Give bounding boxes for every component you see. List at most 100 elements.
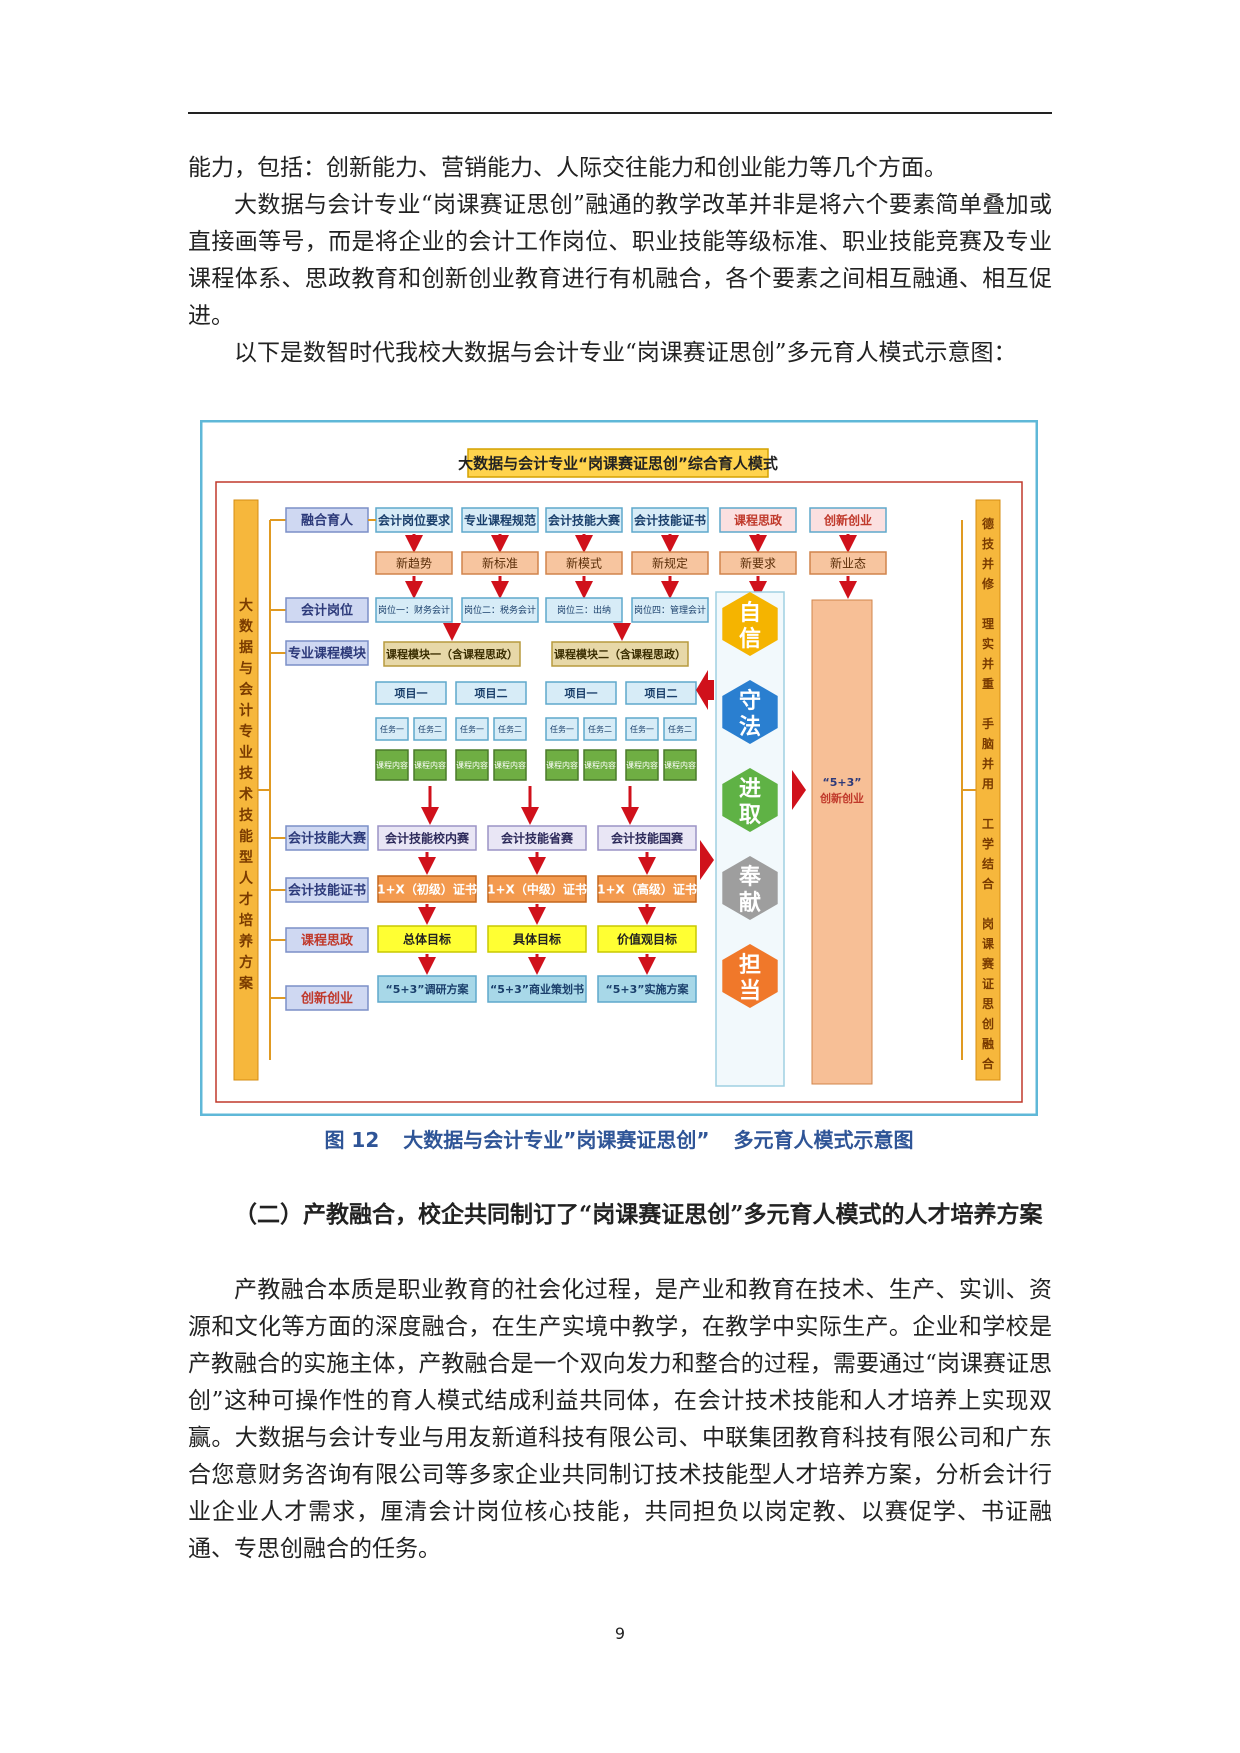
diagram-title-text: 大数据与会计专业“岗课赛证思创”综合育人模式 [458, 454, 778, 472]
left-vertical-char-10: 技 [239, 807, 254, 824]
task-3-1-box [663, 717, 697, 741]
goal-2-text: 价值观目标 [617, 931, 677, 946]
paragraph-3: 以下是数智时代我校大数据与会计专业“岗课赛证思创”多元育人模式示意图： [234, 340, 1017, 366]
task-2-0-text: 任务一 [550, 724, 574, 734]
content-2-1-text: 课程内容 [584, 760, 616, 770]
top-item-3-text: 会计技能证书 [634, 512, 706, 527]
red-arrow-left [696, 670, 714, 710]
project-3-box [625, 681, 697, 705]
competition-0-box [377, 825, 477, 851]
content-1-1-text: 课程内容 [494, 760, 526, 770]
virtue-1-char-0: 守 [739, 688, 761, 714]
caption-number: 图 12 [324, 1128, 380, 1152]
top-item-1-box [461, 507, 539, 533]
task-1-0-text: 任务一 [460, 724, 484, 734]
module-0-box [383, 641, 521, 667]
new-item-4-box [719, 551, 797, 575]
row-label-1-text: 会计岗位 [301, 603, 353, 619]
plan-0-text: “5+3”调研方案 [386, 982, 470, 996]
task-1-1-text: 任务二 [498, 724, 522, 734]
content-0-0-text: 课程内容 [376, 760, 408, 770]
top-item-5-text: 创新创业 [823, 512, 872, 527]
task-0-1-text: 任务二 [418, 724, 442, 734]
plan-0-box [377, 975, 477, 1003]
goal-2-box [597, 925, 697, 953]
new-item-2-box [545, 551, 623, 575]
row-label-1-box [285, 597, 369, 623]
project-1-box [455, 681, 527, 705]
left-vertical-char-16: 养 [238, 933, 254, 950]
position-0-box [375, 597, 453, 623]
virtue-hex-4 [722, 944, 778, 1008]
row-label-0-box [285, 507, 369, 533]
top-item-3-box [631, 507, 709, 533]
diagram-title-box [467, 448, 769, 478]
row-label-2-box [285, 640, 369, 666]
certificate-1-text: 1+X（中级）证书 [487, 881, 587, 896]
new-item-1-box [461, 551, 539, 575]
content-1-1-box [493, 749, 527, 781]
project-3-text: 项目二 [645, 687, 678, 700]
project-2-text: 项目一 [565, 687, 598, 700]
position-2-box [545, 597, 623, 623]
innovation-line-2: 创新创业 [819, 791, 864, 805]
position-2-text: 岗位三：出纳 [557, 604, 611, 616]
top-item-4-box [719, 507, 797, 533]
content-2-1-box [583, 749, 617, 781]
task-3-0-box [625, 717, 659, 741]
red-arrow-right-lower [700, 840, 714, 880]
right-vertical-char-18: 合 [982, 876, 995, 891]
right-vertical-char-25: 创 [981, 1016, 994, 1031]
virtue-hex-0 [722, 592, 778, 656]
content-3-0-box [625, 749, 659, 781]
left-vertical-char-9: 术 [239, 786, 253, 803]
right-vertical-char-22: 赛 [981, 956, 995, 971]
right-vertical-char-27: 合 [982, 1056, 995, 1071]
certificate-0-text: 1+X（初级）证书 [377, 881, 477, 896]
virtue-hex-1 [722, 680, 778, 744]
red-arrow-right-mid [792, 770, 806, 810]
task-1-1-box [493, 717, 527, 741]
left-vertical-char-12: 型 [239, 849, 253, 866]
new-item-1-text: 新标准 [482, 555, 518, 570]
right-vertical-char-16: 学 [982, 836, 994, 851]
virtue-2-char-0: 进 [739, 777, 761, 802]
right-vertical-char-23: 证 [982, 977, 994, 991]
right-vertical-char-15: 工 [982, 817, 994, 831]
row-label-3-box [285, 825, 369, 851]
inner-frame [215, 481, 1023, 1103]
left-vertical-char-6: 专 [239, 723, 253, 740]
task-0-0-text: 任务一 [380, 724, 404, 734]
certificate-2-text: 1+X（高级）证书 [597, 881, 697, 896]
innovation-box [811, 599, 873, 1085]
content-2-0-box [545, 749, 579, 781]
virtue-hex-2 [722, 768, 778, 832]
top-item-2-text: 会计技能大赛 [548, 512, 621, 527]
project-0-box [375, 681, 447, 705]
task-2-0-box [545, 717, 579, 741]
right-vertical-char-11: 脑 [981, 736, 994, 751]
new-item-4-text: 新要求 [740, 555, 776, 570]
row-label-6-text: 创新创业 [300, 991, 353, 1007]
row-label-4-text: 会计技能证书 [288, 883, 366, 899]
position-0-text: 岗位一：财务会计 [378, 604, 450, 616]
top-item-0-text: 会计岗位要求 [378, 512, 451, 527]
new-item-5-text: 新业态 [830, 555, 866, 570]
left-vertical-char-13: 人 [239, 870, 254, 887]
competition-1-box [487, 825, 587, 851]
right-vertical-char-17: 结 [982, 856, 994, 871]
paragraph-4: 产教融合本质是职业教育的社会化过程，是产业和教育在技术、生产、实训、资源和文化等… [188, 1277, 1052, 1562]
task-1-0-box [455, 717, 489, 741]
competition-2-text: 会计技能国赛 [611, 830, 684, 845]
right-vertical-char-0: 德 [982, 516, 994, 531]
virtue-3-char-0: 奉 [738, 864, 762, 890]
virtue-4-char-0: 担 [739, 953, 761, 978]
project-0-text: 项目一 [395, 687, 428, 700]
task-2-1-box [583, 717, 617, 741]
new-item-5-box [809, 551, 887, 575]
row-label-4-box [285, 877, 369, 903]
paragraph-1: 能力，包括：创新能力、营销能力、人际交往能力和创业能力等几个方面。 [188, 155, 947, 181]
row-label-0-text: 融合育人 [301, 513, 354, 529]
certificate-2-box [597, 875, 697, 903]
task-2-1-text: 任务二 [588, 724, 612, 734]
